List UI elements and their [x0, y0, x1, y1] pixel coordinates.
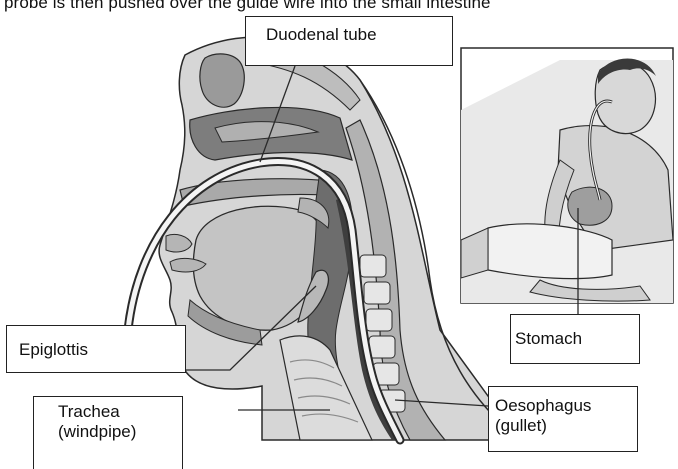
label-epiglottis-text: Epiglottis [19, 340, 185, 360]
label-stomach-text: Stomach [515, 329, 639, 349]
label-duodenal-tube: Duodenal tube [245, 16, 453, 66]
label-oesophagus: Oesophagus (gullet) [488, 386, 638, 452]
patient-inset [461, 48, 673, 303]
label-duodenal-tube-text: Duodenal tube [266, 25, 452, 45]
inset-stomach [568, 187, 612, 225]
label-epiglottis: Epiglottis [6, 325, 186, 373]
label-trachea: Trachea (windpipe) [33, 396, 183, 469]
label-stomach: Stomach [510, 314, 640, 364]
patient-shorts [488, 224, 612, 279]
label-oesophagus-line1: Oesophagus [495, 396, 637, 416]
label-trachea-line2: (windpipe) [58, 422, 182, 442]
frontal-sinus [200, 54, 244, 107]
label-trachea-line1: Trachea [58, 402, 182, 422]
label-oesophagus-line2: (gullet) [495, 416, 637, 436]
